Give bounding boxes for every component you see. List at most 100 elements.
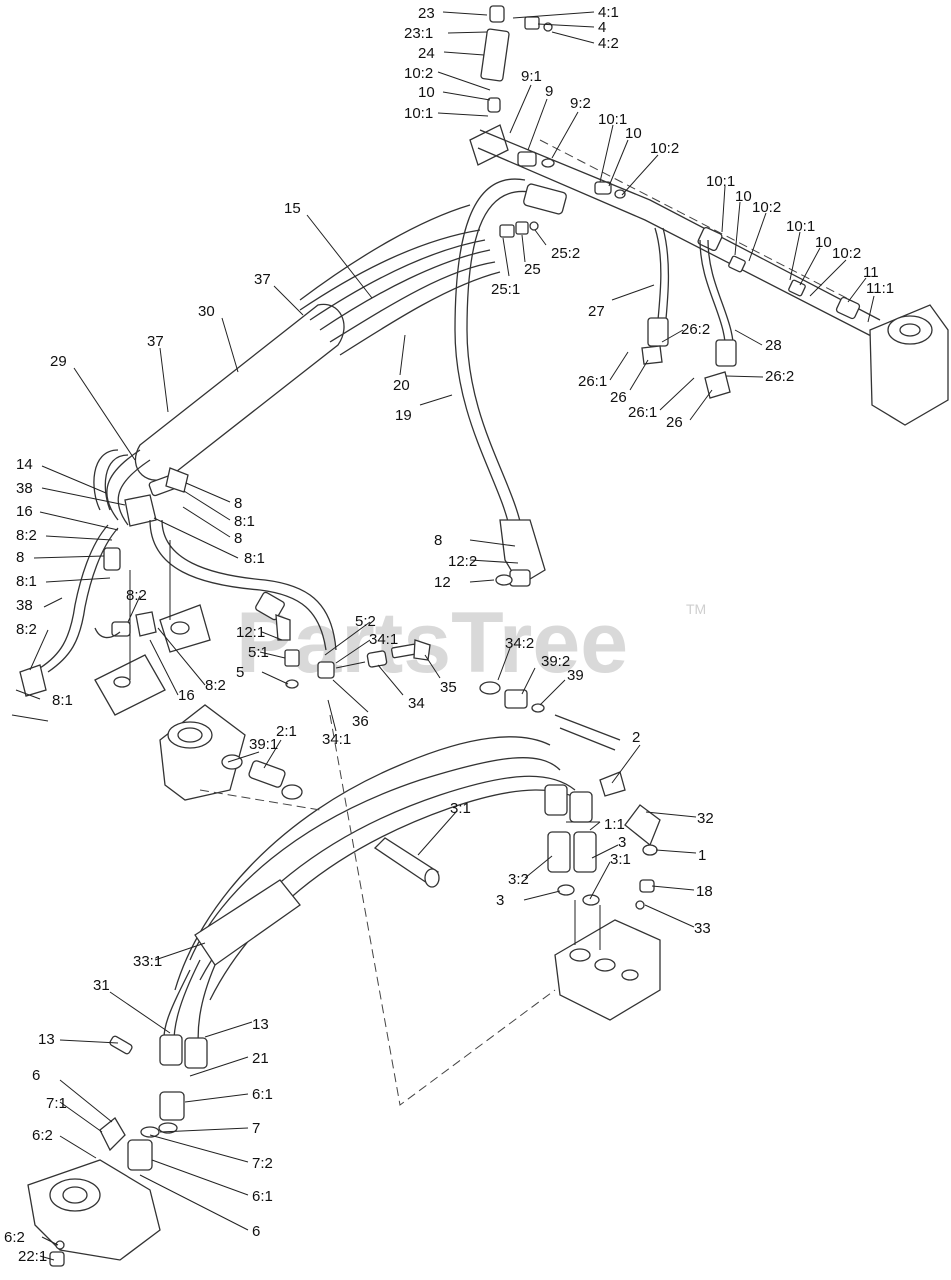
callout-label: 37 <box>254 271 271 288</box>
callout-label: 8:2 <box>16 527 37 544</box>
callout-label: 1:1 <box>604 816 625 833</box>
callout-label: 35 <box>440 679 457 696</box>
callout-label: 3 <box>618 834 626 851</box>
callout-label: 10 <box>815 234 832 251</box>
callout-label: 16 <box>178 687 195 704</box>
callout-label: 7:1 <box>46 1095 67 1112</box>
callout-label: 2 <box>632 729 640 746</box>
callout-label: 26:1 <box>628 404 657 421</box>
callout-label: 12:1 <box>236 624 265 641</box>
callout-label: 6:1 <box>252 1086 273 1103</box>
callout-label: 27 <box>588 303 605 320</box>
callout-label: 9:2 <box>570 95 591 112</box>
callout-label: 13 <box>252 1016 269 1033</box>
callout-label: 9:1 <box>521 68 542 85</box>
callout-label: 32 <box>697 810 714 827</box>
left-motor <box>159 704 303 801</box>
callout-label: 8:1 <box>244 550 265 567</box>
callout-label: 12 <box>434 574 451 591</box>
callout-label: 10:1 <box>404 105 433 122</box>
callout-label: 8 <box>234 530 242 547</box>
callout-label: 36 <box>352 713 369 730</box>
callout-label: 10 <box>418 84 435 101</box>
callout-label: 19 <box>395 407 412 424</box>
callout-label: 20 <box>393 377 410 394</box>
callout-label: 25 <box>524 261 541 278</box>
callout-label: 16 <box>16 503 33 520</box>
callout-label: 38 <box>16 480 33 497</box>
callout-label: 8 <box>16 549 24 566</box>
watermark-trademark: TM <box>686 601 706 617</box>
callout-label: 2:1 <box>276 723 297 740</box>
callout-label: 5 <box>236 664 244 681</box>
callout-label: 8:1 <box>234 513 255 530</box>
callout-label: 10:1 <box>598 111 627 128</box>
callout-label: 39 <box>567 667 584 684</box>
callout-label: 25:2 <box>551 245 580 262</box>
right-motor <box>697 226 949 426</box>
callout-label: 34 <box>408 695 425 712</box>
callout-label: 6 <box>252 1223 260 1240</box>
leader-lines <box>11 11 875 1261</box>
callout-label: 15 <box>284 200 301 217</box>
callout-label: 30 <box>198 303 215 320</box>
callout-label: 29 <box>50 353 67 370</box>
callout-label: 6:2 <box>32 1127 53 1144</box>
parts-drawing <box>19 5 949 1267</box>
callout-label: 6:1 <box>252 1188 273 1205</box>
callout-label: 4:2 <box>598 35 619 52</box>
callout-label: 10:1 <box>706 173 735 190</box>
callout-label: 14 <box>16 456 33 473</box>
callout-label: 10:2 <box>650 140 679 157</box>
callout-label: 8:1 <box>52 692 73 709</box>
callout-label: 33 <box>694 920 711 937</box>
callout-label: 38 <box>16 597 33 614</box>
callout-label: 6 <box>32 1067 40 1084</box>
bottom-motor <box>27 1034 208 1267</box>
callout-labels: 23 23:1 24 4:1 4 4:2 10:2 10 10:1 9:1 9 … <box>4 4 894 1265</box>
callout-label: 31 <box>93 977 110 994</box>
callout-label: 11:1 <box>866 280 894 297</box>
callout-label: 1 <box>698 847 706 864</box>
callout-label: 23:1 <box>404 25 433 42</box>
callout-label: 5:1 <box>248 644 269 661</box>
callout-label: 28 <box>765 337 782 354</box>
watermark-brand: PartsTree <box>236 595 628 691</box>
callout-label: 7 <box>252 1120 260 1137</box>
callout-label: 26:2 <box>681 321 710 338</box>
callout-label: 3:1 <box>450 800 471 817</box>
callout-label: 34:1 <box>322 731 351 748</box>
callout-label: 18 <box>696 883 713 900</box>
callout-label: 8 <box>234 495 242 512</box>
callout-label: 4:1 <box>598 4 619 21</box>
callout-label: 24 <box>418 45 435 62</box>
callout-label: 10 <box>735 188 752 205</box>
callout-label: 39:1 <box>249 736 278 753</box>
callout-label: 10:2 <box>752 199 781 216</box>
callout-label: 26 <box>666 414 683 431</box>
callout-label: 10:1 <box>786 218 815 235</box>
callout-label: 10:2 <box>404 65 433 82</box>
callout-label: 10:2 <box>832 245 861 262</box>
callout-label: 23 <box>418 5 435 22</box>
callout-label: 4 <box>598 19 606 36</box>
callout-label: 5:2 <box>355 613 376 630</box>
callout-label: 3 <box>496 892 504 909</box>
callout-label: 7:2 <box>252 1155 273 1172</box>
callout-label: 8:2 <box>205 677 226 694</box>
callout-label: 26:1 <box>578 373 607 390</box>
top-fittings <box>469 5 626 199</box>
callout-label: 39:2 <box>541 653 570 670</box>
callout-label: 26 <box>610 389 627 406</box>
callout-label: 37 <box>147 333 164 350</box>
callout-label: 21 <box>252 1050 269 1067</box>
callout-label: 11 <box>863 264 879 281</box>
callout-label: 33:1 <box>133 953 162 970</box>
callout-label: 9 <box>545 83 553 100</box>
callout-label: 34:2 <box>505 635 534 652</box>
callout-label: 6:2 <box>4 1229 25 1246</box>
callout-label: 12:2 <box>448 553 477 570</box>
control-valve <box>554 900 661 1021</box>
callout-label: 34:1 <box>369 631 398 648</box>
